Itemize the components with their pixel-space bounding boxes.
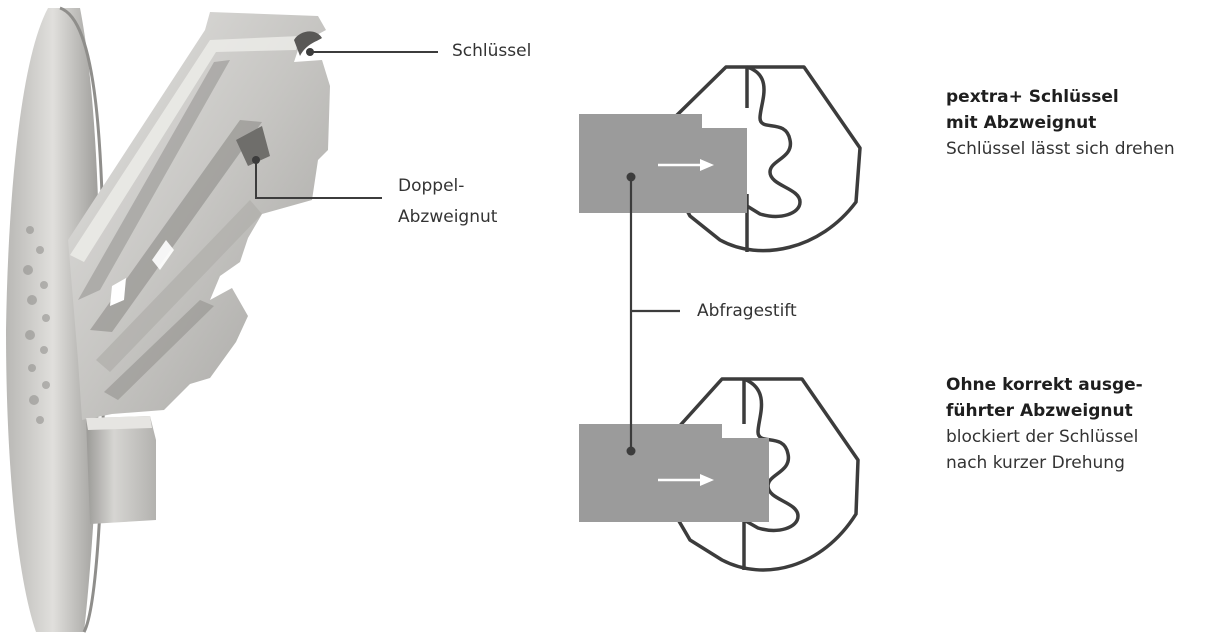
sensing-pin-block-bottom <box>579 424 769 522</box>
groove-anchor-dot <box>252 156 260 164</box>
pin-dot-top <box>626 172 636 182</box>
key-anchor-dot <box>306 48 314 56</box>
bottom-description-title-line2: führter Abzweignut <box>946 401 1133 421</box>
lock-cylinder-outline-bottom <box>674 377 860 572</box>
top-description-title-line2: mit Abzweignut <box>946 113 1097 133</box>
pin-label: Abfragestift <box>697 301 797 321</box>
double-groove-label-line1: Doppel- <box>398 176 465 196</box>
bottom-description: Ohne korrekt ausge- führter Abzweignut b… <box>946 372 1143 476</box>
double-groove-label-line2: Abzweignut <box>398 207 498 227</box>
sensing-pin-block <box>579 114 747 213</box>
top-description-text: Schlüssel lässt sich drehen <box>946 139 1175 159</box>
bottom-description-text-line2: nach kurzer Drehung <box>946 453 1125 473</box>
pin-leader-lines <box>629 177 680 451</box>
key-label: Schlüssel <box>452 41 532 61</box>
bottom-description-title-line1: Ohne korrekt ausge- <box>946 375 1143 395</box>
key-cross-section-image <box>6 6 330 633</box>
pin-dot-bottom <box>626 446 636 456</box>
top-description: pextra+ Schlüssel mit Abzweignut Schlüss… <box>946 84 1175 162</box>
top-description-title-line1: pextra+ Schlüssel <box>946 87 1119 107</box>
key-leader-lines <box>255 51 438 199</box>
bottom-description-text-line1: blockiert der Schlüssel <box>946 427 1139 447</box>
